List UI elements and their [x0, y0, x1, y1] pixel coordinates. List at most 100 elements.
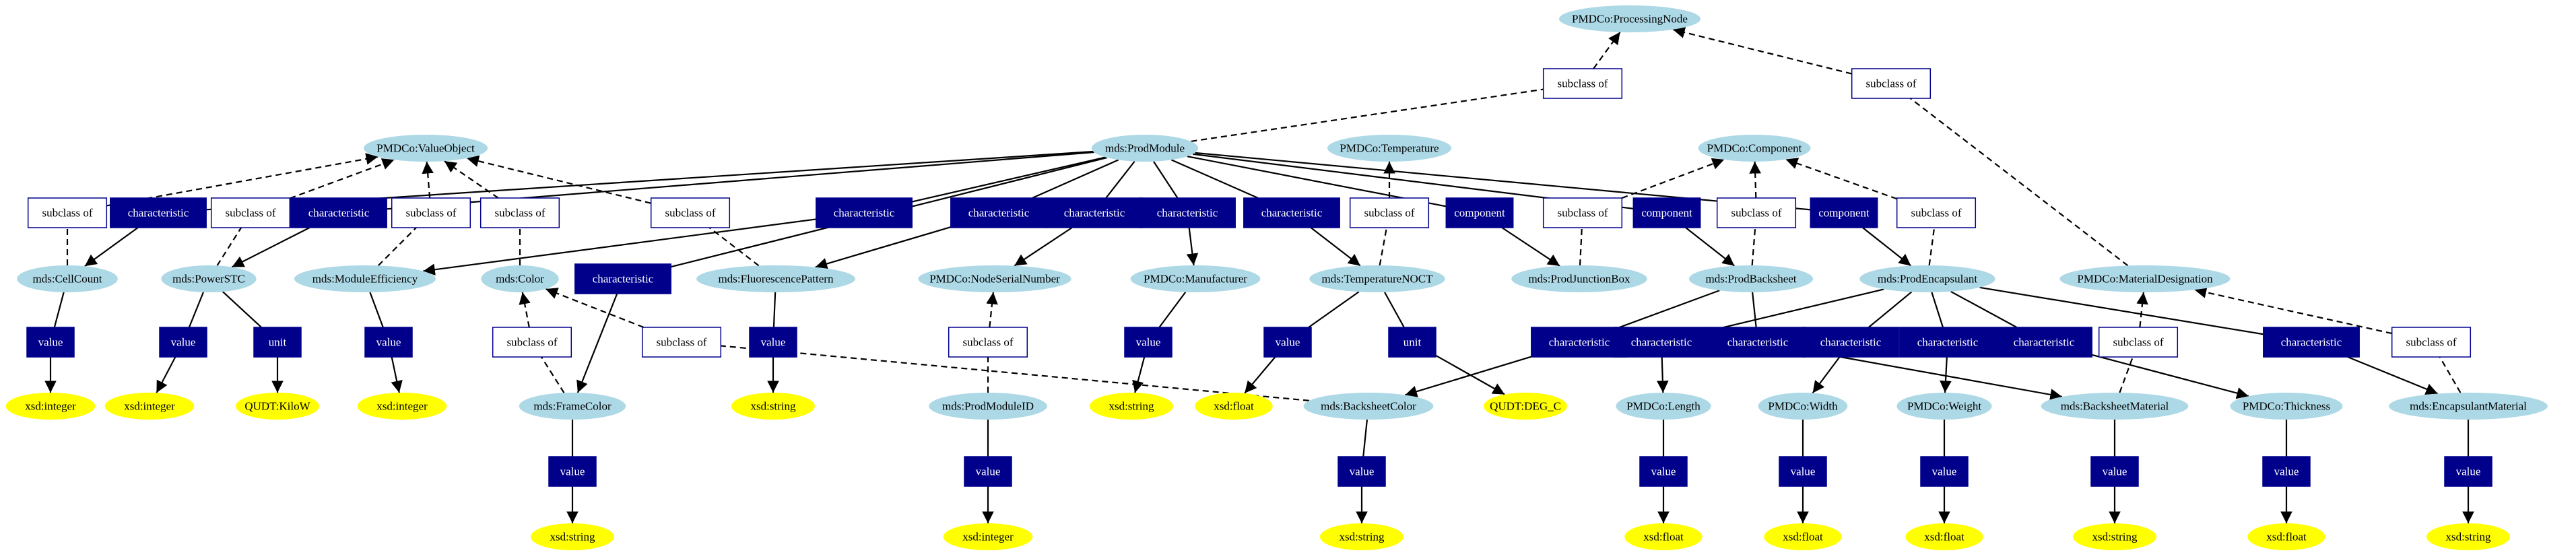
literal-node-shape	[104, 393, 195, 420]
node-v-width: value	[1779, 456, 1827, 487]
class-node-shape	[1309, 265, 1445, 292]
node-comp-backsheet: component	[1632, 197, 1701, 228]
relation-edge-v-manufacturer-to-lit-manufacturer	[1132, 356, 1146, 393]
class-node-shape	[1688, 265, 1814, 292]
relation-node-shape	[1124, 327, 1173, 358]
class-node-shape	[696, 265, 855, 292]
node-ch-width: characteristic	[1802, 327, 1899, 358]
node-sc-powerstc: subclass of	[210, 197, 291, 228]
literal-node-shape	[531, 523, 614, 550]
relation-edge-ch-bscolor-to-bscolor	[1405, 356, 1532, 397]
relation-node-shape	[1899, 327, 1996, 358]
subclass-edge-framecolor-to-sc-framecolor	[540, 356, 565, 393]
relation-node-shape	[1920, 456, 1969, 487]
node-ch-length: characteristic	[1613, 327, 1710, 358]
subclass-edge-prod-module-to-sc-pm-pn	[1191, 88, 1544, 142]
node-sc-fluor: subclass of	[650, 197, 731, 228]
node-label: value	[376, 336, 401, 349]
relation-node-shape	[1243, 197, 1340, 228]
relation-node-shape	[290, 197, 387, 228]
node-ch-encmaterial: characteristic	[2263, 327, 2360, 358]
node-label: characteristic	[968, 207, 1030, 220]
node-label: xsd:float	[1924, 531, 1964, 544]
relation-node-shape	[1639, 456, 1688, 487]
node-label: characteristic	[2014, 336, 2075, 349]
relation-edge-v-tempnoct-to-lit-tempnoct	[1244, 356, 1276, 394]
node-v-bscolor: value	[1337, 456, 1386, 487]
node-lit-thickness: xsd:float	[2247, 523, 2325, 550]
subclass-edge-sc-moduleeff-to-value-object	[422, 161, 434, 199]
node-label: characteristic	[1157, 207, 1218, 220]
subclass-edge-sc-encaps-to-component	[1785, 158, 1898, 200]
class-node-shape	[1616, 393, 1711, 420]
relation-node-shape	[1337, 456, 1386, 487]
node-label: mds:CellCount	[33, 273, 102, 286]
node-label: subclass of	[1911, 207, 1961, 220]
relation-node-shape	[2263, 327, 2360, 358]
node-sc-encmaterial: subclass of	[2391, 327, 2472, 358]
node-label: PMDCo:Component	[1707, 142, 1802, 155]
subclass-edge-fluor-to-sc-fluor	[708, 227, 760, 267]
subclass-node-shape	[492, 327, 572, 358]
subclass-edge-backsheet-to-sc-backsheet	[1751, 227, 1756, 266]
node-moduleid: mds:ProdModuleID	[929, 393, 1047, 420]
node-label: value	[1276, 336, 1300, 349]
subclass-node-shape	[27, 197, 108, 228]
node-lit-moduleid: xsd:integer	[943, 523, 1033, 550]
node-label: xsd:integer	[124, 400, 175, 413]
node-width: PMDCo:Width	[1758, 393, 1848, 420]
node-ch-manufacturer: characteristic	[1139, 197, 1236, 228]
node-lit-degc: QUDT:DEG_C	[1484, 393, 1567, 420]
node-label: subclass of	[1865, 77, 1916, 90]
relation-node-shape	[964, 456, 1012, 487]
literal-node-shape	[2073, 523, 2156, 550]
node-label: mds:ProdModule	[1105, 142, 1185, 155]
node-moduleeff: mds:ModuleEfficiency	[294, 265, 436, 292]
class-node-shape	[929, 393, 1047, 420]
node-label: PMDCo:Length	[1626, 400, 1700, 413]
relation-edge-ch-width-to-width	[1812, 356, 1841, 394]
node-label: xsd:float	[1643, 531, 1684, 544]
relation-edge-tempnoct-to-u-tempnoct	[1384, 292, 1405, 328]
node-label: mds:ProdModuleID	[942, 400, 1034, 413]
node-label: component	[1454, 207, 1505, 220]
node-label: value	[560, 465, 585, 478]
node-bsmaterial: mds:BacksheetMaterial	[2041, 393, 2189, 420]
class-node-shape	[519, 393, 626, 420]
literal-node-shape	[1764, 523, 1842, 550]
node-material-designation: PMDCo:MaterialDesignation	[2059, 265, 2231, 292]
relation-edge-encapsulant-to-ch-width	[1868, 291, 1913, 328]
literal-node-shape	[731, 393, 815, 420]
node-u-tempnoct: unit	[1388, 327, 1436, 358]
node-comp-junction: component	[1445, 197, 1514, 228]
node-label: characteristic	[128, 207, 189, 220]
node-label: xsd:integer	[962, 531, 1014, 544]
node-label: characteristic	[1261, 207, 1323, 220]
subclass-edge-sc-junction-to-component	[1621, 158, 1725, 199]
class-node-shape	[1130, 265, 1261, 292]
node-label: subclass of	[1731, 207, 1781, 220]
node-ch-fluor: characteristic	[950, 197, 1047, 228]
node-label: value	[2456, 465, 2481, 478]
node-v-fluor: value	[749, 327, 797, 358]
node-label: xsd:float	[2266, 531, 2307, 544]
node-label: subclass of	[2406, 336, 2456, 349]
relation-edge-ch-moduleeff-to-moduleeff	[423, 218, 816, 276]
literal-node-shape	[943, 523, 1033, 550]
node-label: subclass of	[656, 336, 706, 349]
node-sc-pm-pn: subclass of	[1542, 68, 1623, 99]
relation-edge-ch-cellcount-to-cellcount	[84, 227, 139, 267]
node-lit-tempnoct: xsd:float	[1195, 393, 1273, 420]
relation-node-shape	[749, 327, 797, 358]
relation-node-shape	[1632, 197, 1701, 228]
node-label: characteristic	[1549, 336, 1610, 349]
node-label: value	[1791, 465, 1816, 478]
node-label: xsd:string	[750, 400, 796, 413]
relation-node-shape	[950, 197, 1047, 228]
node-label: PMDCo:Weight	[1907, 400, 1981, 413]
node-label: subclass of	[962, 336, 1013, 349]
node-ch-moduleeff: characteristic	[816, 197, 913, 228]
node-label: characteristic	[1820, 336, 1882, 349]
node-label: subclass of	[494, 207, 545, 220]
